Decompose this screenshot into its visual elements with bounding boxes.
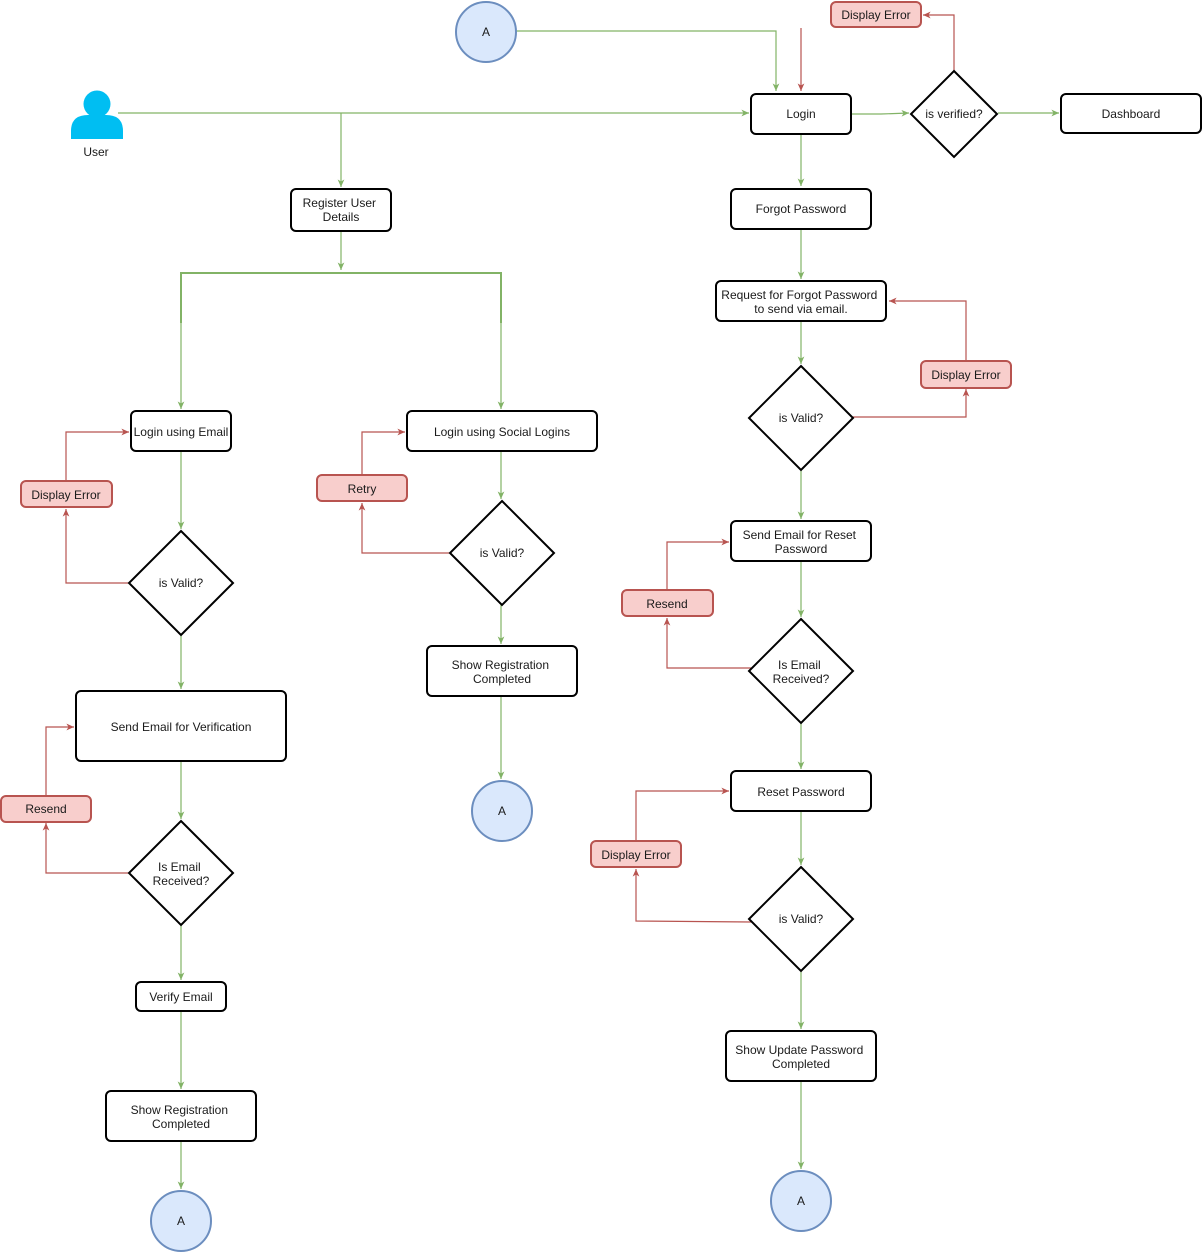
email-display-error: Display Error: [20, 480, 113, 508]
dashboard: Dashboard: [1060, 93, 1202, 134]
login-using-social: Login using Social Logins: [406, 410, 598, 452]
send-email-reset: Send Email for Reset Password: [730, 520, 872, 562]
decision-label: is Valid?: [779, 912, 824, 926]
register-user-details: Register User Details: [290, 188, 392, 232]
edge: [853, 389, 970, 418]
edge: [62, 508, 131, 584]
edge: [632, 869, 752, 923]
edge: [361, 428, 405, 475]
login-label: Login: [786, 107, 815, 121]
split-bar: [180, 272, 502, 323]
completed-label: Show Update Password Completed: [735, 1043, 866, 1071]
edge: [65, 428, 129, 481]
completed-label: Show Registration Completed: [452, 658, 553, 686]
login-email-label: Login using Email: [134, 425, 229, 439]
login-using-email: Login using Email: [130, 410, 232, 452]
dashboard-label: Dashboard: [1102, 107, 1161, 121]
error-label: Display Error: [601, 848, 670, 862]
reset-display-error: Display Error: [590, 840, 682, 868]
edge: [516, 30, 780, 91]
request-label: Request for Forgot Password to send via …: [721, 288, 880, 316]
user-actor: User: [71, 90, 123, 159]
user-label: User: [83, 145, 108, 159]
send-reset-label: Send Email for Reset Password: [743, 528, 860, 556]
email-is-valid: is Valid?: [127, 529, 235, 637]
edge: [635, 787, 729, 841]
connector-label: A: [797, 1194, 805, 1208]
edge: [889, 297, 967, 361]
password-is-valid: is Valid?: [747, 364, 855, 472]
edge: [923, 11, 955, 71]
password-is-received: Is Email Received?: [747, 617, 855, 725]
connector-a: A: [471, 780, 533, 842]
edge: [663, 618, 751, 669]
connector-a: A: [770, 1170, 832, 1232]
error-edges: [42, 11, 970, 923]
resend-label: Resend: [646, 597, 687, 611]
email-registration-completed: Show Registration Completed: [105, 1090, 257, 1142]
resend-label: Resend: [25, 802, 66, 816]
user-icon: [71, 90, 123, 139]
update-password-completed: Show Update Password Completed: [725, 1030, 877, 1082]
decision-label: is verified?: [925, 107, 983, 121]
social-retry: Retry: [316, 474, 408, 502]
edge: [45, 723, 74, 796]
error-label: Display Error: [841, 8, 910, 22]
is-verified: is verified?: [909, 69, 999, 159]
verify-email: Verify Email: [135, 981, 227, 1012]
decision-label: is Valid?: [480, 546, 525, 560]
error-label: Display Error: [931, 368, 1000, 382]
reset-label: Reset Password: [757, 785, 844, 799]
error-label: Display Error: [31, 488, 100, 502]
reset-password: Reset Password: [730, 770, 872, 812]
connector-label: A: [482, 25, 490, 39]
login-social-label: Login using Social Logins: [434, 425, 570, 439]
edge: [358, 503, 451, 554]
login-display-error: Display Error: [830, 1, 922, 28]
register-label: Register User Details: [303, 196, 380, 224]
decision-label: is Valid?: [779, 411, 824, 425]
email-resend: Resend: [0, 795, 92, 823]
completed-label: Show Registration Completed: [131, 1103, 232, 1131]
connector-label: A: [498, 804, 506, 818]
edge: [666, 538, 729, 590]
password-resend: Resend: [621, 589, 714, 617]
send-email-verification: Send Email for Verification: [75, 690, 287, 762]
login: Login: [750, 93, 852, 135]
flow-edges: [118, 30, 1059, 1189]
edge: [852, 109, 910, 117]
edge: [42, 823, 131, 874]
decision-label: Is Email Received?: [153, 860, 210, 888]
reset-is-valid: is Valid?: [747, 865, 855, 973]
connector-label: A: [177, 1214, 185, 1228]
retry-label: Retry: [348, 482, 377, 496]
forgot-password: Forgot Password: [730, 188, 872, 230]
forgot-label: Forgot Password: [756, 202, 847, 216]
send-verification-label: Send Email for Verification: [111, 720, 252, 734]
social-registration-completed: Show Registration Completed: [426, 645, 578, 697]
decision-label: is Valid?: [159, 576, 204, 590]
verify-label: Verify Email: [149, 990, 212, 1004]
request-forgot-password: Request for Forgot Password to send via …: [715, 280, 887, 322]
email-is-received: Is Email Received?: [127, 819, 235, 927]
connector-a: A: [150, 1190, 212, 1252]
connector-a: A: [455, 1, 517, 63]
password-display-error: Display Error: [920, 360, 1012, 389]
social-is-valid: is Valid?: [448, 499, 556, 607]
decision-label: Is Email Received?: [773, 658, 830, 686]
